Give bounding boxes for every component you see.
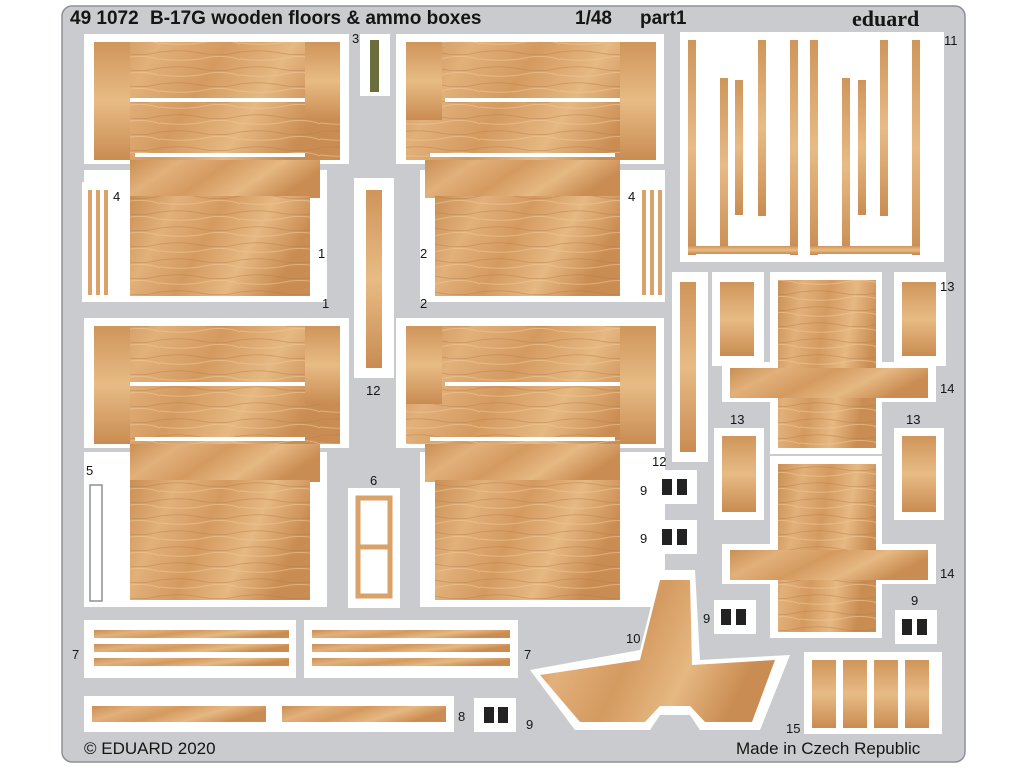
strip-part-7-left (94, 630, 289, 638)
part-number-12a: 12 (366, 383, 381, 398)
part-number-9d: 9 (703, 611, 711, 626)
part-5 (89, 484, 103, 602)
strip-part-12-right (680, 282, 696, 452)
floor-panel-top-right (396, 34, 665, 302)
floor-panel-bottom-right (396, 318, 665, 607)
part-number-11: 11 (944, 33, 958, 48)
fret-code: 49 1072 (70, 8, 139, 29)
part-number-13a: 13 (940, 279, 955, 294)
strip-part-7-right (312, 630, 510, 638)
part-number-9b: 9 (640, 483, 648, 498)
part-number-13c: 13 (906, 412, 921, 427)
part-number-13b: 13 (730, 412, 745, 427)
cross-part-14-top (722, 272, 936, 454)
fret-title: B-17G wooden floors & ammo boxes (150, 8, 482, 29)
part-number-7b: 7 (524, 647, 532, 662)
part-number-5: 5 (86, 463, 94, 478)
part-number-12b: 12 (652, 454, 667, 469)
copyright: © EDUARD 2020 (84, 739, 216, 758)
floor-panel-top-left (84, 34, 349, 302)
part-number-10: 10 (626, 631, 641, 646)
part-number-2a: 2 (420, 246, 428, 261)
ammo-strip-part-3 (370, 40, 379, 92)
strip-part-4-left (88, 190, 92, 295)
part-number-8: 8 (458, 709, 466, 724)
part-number-1a: 1 (318, 246, 326, 261)
part-number-3: 3 (352, 31, 360, 46)
part-number-6: 6 (370, 473, 378, 488)
origin: Made in Czech Republic (736, 739, 921, 758)
box-part-13 (720, 282, 754, 356)
strip-part-8-left (92, 706, 266, 722)
strip-part-12-center (366, 190, 382, 368)
part-number-14a: 14 (940, 381, 955, 396)
part-number-14b: 14 (940, 566, 955, 581)
part-number-15: 15 (786, 721, 801, 736)
clip-parts-9 (474, 470, 937, 732)
part-number-9a: 9 (526, 717, 534, 732)
part-number-9c: 9 (640, 531, 648, 546)
strip-part-4-right (642, 190, 646, 295)
brand-logo: eduard (852, 6, 920, 31)
strip-part-8-right (282, 706, 446, 722)
cross-part-14-bottom (722, 456, 936, 638)
fret-scale: 1/48 (575, 8, 612, 29)
part-number-1b: 1 (322, 296, 330, 311)
part-number-4a: 4 (113, 189, 121, 204)
floor-panel-bottom-left (84, 318, 349, 607)
part-number-2b: 2 (420, 296, 428, 311)
box-parts-15 (812, 660, 929, 728)
strip-part-11 (688, 40, 920, 255)
part-number-9e: 9 (911, 593, 919, 608)
part-number-4b: 4 (628, 189, 636, 204)
part-number-7a: 7 (72, 647, 80, 662)
fret-part: part1 (640, 8, 687, 29)
